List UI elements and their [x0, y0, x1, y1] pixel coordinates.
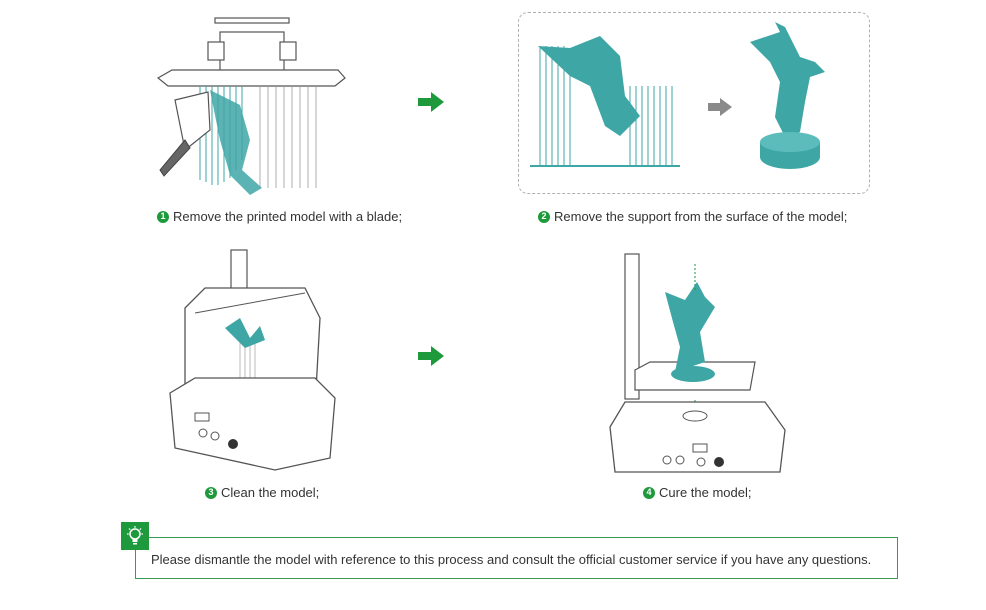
note-text: Please dismantle the model with referenc…	[151, 552, 872, 567]
note-box	[135, 537, 898, 579]
step3-text: Clean the model;	[221, 485, 320, 500]
next-arrow-icon	[708, 98, 732, 116]
step4-text: Cure the model;	[659, 485, 752, 500]
lightbulb-icon	[121, 522, 149, 550]
step-number-badge: 3	[205, 486, 217, 499]
step2-finished-model-illustration	[750, 22, 825, 169]
step2-caption: 2 Remove the support from the surface of…	[538, 209, 847, 224]
step-number-badge: 2	[538, 210, 550, 223]
step1-remove-with-blade-illustration	[156, 17, 346, 195]
step1-text: Remove the printed model with a blade;	[173, 209, 403, 224]
step1-caption: 1 Remove the printed model with a blade;	[157, 209, 402, 224]
step2-text: Remove the support from the surface of t…	[554, 209, 848, 224]
step-number-badge: 1	[157, 210, 169, 223]
step3-caption: 3 Clean the model;	[205, 485, 319, 500]
step3-wash-station-illustration	[169, 249, 336, 471]
step-number-badge: 4	[643, 486, 655, 499]
next-arrow-icon	[418, 346, 444, 366]
step2-supported-model-illustration	[530, 36, 680, 167]
next-arrow-icon	[418, 92, 444, 112]
step2-dashed-frame	[518, 12, 870, 194]
step4-curing-station-illustration	[609, 253, 786, 473]
step4-caption: 4 Cure the model;	[643, 485, 752, 500]
